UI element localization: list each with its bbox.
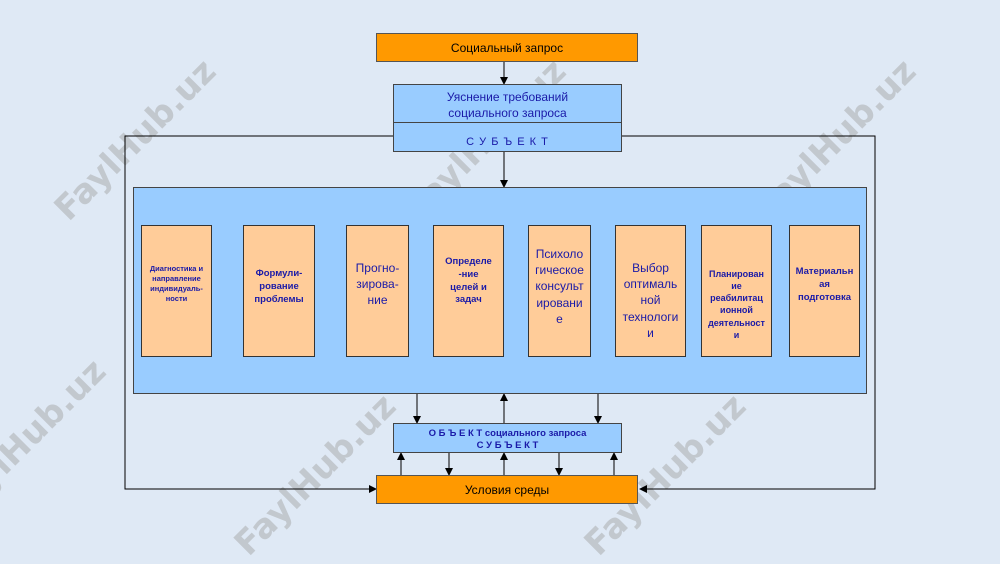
object-line-1: О Б Ъ Е К Т социального запроса [428, 428, 587, 439]
step-goals-definition-label: Определе-ние целей и задач [445, 256, 492, 306]
environment-conditions-label: Условия среды [464, 482, 550, 497]
step-psych-consulting-label: Психоло гическое консульт ировани е [535, 247, 584, 326]
step-material-preparation: Материальн ая подготовка [789, 225, 860, 357]
outer-loop-left [124, 135, 393, 493]
step-rehab-planning: Планирован ие реабилитац ионной деятельн… [701, 225, 772, 357]
subject-label: С У Б Ъ Е К Т [466, 136, 549, 148]
environment-conditions-box: Условия среды [376, 475, 638, 504]
step-diagnostics: Диагностика и направление индивидуаль-но… [141, 225, 212, 357]
object-subject-box: О Б Ъ Е К Т социального запроса С У Б Ъ … [393, 423, 622, 453]
clarify-line-2: социального запроса [448, 105, 567, 120]
step-psych-consulting: Психоло гическое консульт ировани е [528, 225, 591, 357]
clarify-divider [394, 122, 621, 123]
social-request-label: Социальный запрос [450, 40, 564, 55]
clarify-line-1: Уяснение требований [446, 90, 569, 104]
step-diagnostics-label: Диагностика и направление индивидуаль-но… [149, 264, 204, 304]
social-request-box: Социальный запрос [376, 33, 638, 62]
object-line-2: С У Б Ъ Е К Т [476, 440, 539, 452]
step-forecasting: Прогно-зирова-ние [346, 225, 409, 357]
step-rehab-planning-label: Планирован ие реабилитац ионной деятельн… [708, 269, 765, 340]
step-material-preparation-label: Материальн ая подготовка [795, 266, 854, 303]
object-subject-text: О Б Ъ Е К Т социального запроса С У Б Ъ … [394, 428, 621, 453]
step-goals-definition: Определе-ние целей и задач [433, 225, 504, 357]
step-technology-choice-label: Выбор оптималь ной технологи и [622, 261, 679, 340]
clarify-requirements-title: Уяснение требований социального запроса [394, 90, 621, 121]
step-problem-formulation-label: Формули-рование проблемы [254, 268, 304, 305]
clarify-requirements-box: Уяснение требований социального запроса … [393, 84, 622, 152]
step-problem-formulation: Формули-рование проблемы [243, 225, 315, 357]
outer-loop-right [622, 135, 876, 493]
step-technology-choice: Выбор оптималь ной технологи и [615, 225, 686, 357]
step-forecasting-label: Прогно-зирова-ние [355, 261, 400, 308]
